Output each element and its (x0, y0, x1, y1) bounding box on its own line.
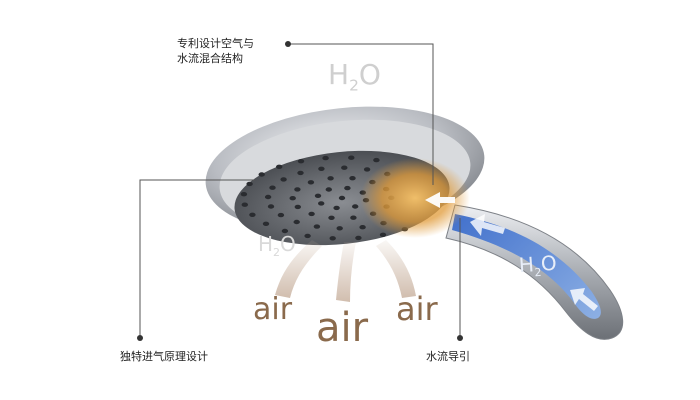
nozzle (281, 228, 289, 234)
nozzle (249, 212, 256, 217)
air-label-right: air (396, 290, 438, 328)
leader-dots (137, 41, 463, 341)
nozzle (379, 232, 387, 237)
nozzle (241, 202, 248, 207)
label-top-line1: 专利设计空气与 (177, 37, 254, 50)
water-channel (452, 214, 601, 319)
air-streams (275, 240, 416, 302)
nozzle (329, 236, 336, 241)
nozzle (338, 195, 346, 201)
nozzle (314, 193, 322, 198)
nozzle (322, 155, 329, 161)
nozzle (336, 226, 343, 231)
nozzle (258, 172, 265, 177)
nozzle (350, 215, 357, 220)
air-label-left: air (253, 292, 293, 327)
label-air-water-mixing: 专利设计空气与 水流混合结构 (177, 36, 254, 66)
h2o-label-handle: H2O (518, 250, 558, 280)
nozzle (327, 176, 334, 181)
arrow-left-icon (425, 192, 455, 208)
nozzle (280, 177, 287, 182)
nozzle (325, 187, 332, 192)
nozzle (313, 224, 321, 229)
nozzle (297, 159, 305, 164)
nozzle (318, 201, 325, 206)
label-top-line2: 水流混合结构 (177, 52, 243, 65)
nozzle (333, 205, 340, 211)
nozzle (363, 167, 371, 172)
h2o-label-top: H2O (328, 58, 381, 95)
nozzle (359, 225, 366, 230)
nozzle (304, 233, 311, 239)
nozzle (267, 204, 275, 209)
nozzle (297, 170, 304, 176)
mixing-glow (360, 158, 470, 238)
nozzle (289, 196, 296, 201)
leader-top (288, 43, 434, 185)
nozzle (262, 221, 270, 226)
shower-head (205, 106, 485, 246)
h2o-label-left: H2O (258, 232, 296, 259)
nozzle (355, 235, 362, 241)
nozzle (277, 212, 285, 218)
nozzle (246, 181, 253, 187)
nozzle (276, 164, 283, 169)
nozzle (344, 185, 351, 191)
nozzle (294, 187, 301, 192)
nozzle (294, 204, 301, 210)
nozzle (269, 185, 276, 190)
nozzle (293, 219, 300, 225)
nozzle (348, 155, 355, 160)
arrow-handle-icon (570, 288, 598, 311)
nozzle (308, 211, 315, 217)
label-water-guide: 水流导引 (426, 350, 470, 363)
leader-left (139, 179, 255, 338)
nozzle (264, 194, 272, 200)
nozzle (349, 176, 356, 181)
label-air-intake: 独特进气原理设计 (120, 350, 208, 363)
arrow-inflow-icon (470, 214, 505, 236)
nozzle (318, 166, 325, 171)
nozzle (328, 215, 335, 220)
nozzle (240, 192, 248, 197)
leader-lines (139, 43, 461, 338)
shower-handle (445, 204, 624, 340)
nozzle (373, 157, 380, 163)
nozzle (352, 204, 359, 209)
nozzle (307, 180, 315, 185)
flow-arrows (425, 192, 598, 311)
nozzle (341, 165, 348, 170)
air-label-center: air (316, 305, 369, 351)
